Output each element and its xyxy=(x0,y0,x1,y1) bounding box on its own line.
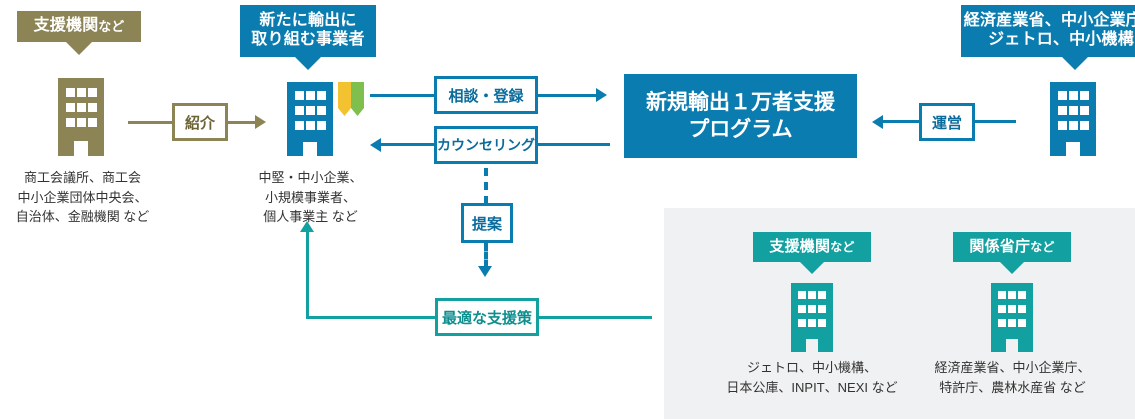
building-icon-ministries-jetro xyxy=(1044,78,1102,156)
counseling-line-right xyxy=(537,143,610,146)
callout-panel-support-orgs-label: 支援機関 xyxy=(769,238,831,256)
caption-line: 小規模事業者、 xyxy=(264,189,356,205)
callout-ministries-jetro: 経済産業省、中小企業庁、 ジェトロ、中小機構 xyxy=(961,5,1135,70)
caption-line: 中堅・中小企業、 xyxy=(258,170,363,185)
building-icon-new-exporters xyxy=(281,78,339,156)
callout-tail xyxy=(1062,57,1088,70)
best-support-line-vertical xyxy=(306,232,309,319)
callout-new-exporters: 新たに輸出に 取り組む事業者 xyxy=(240,5,376,70)
proposal-arrowhead xyxy=(478,266,492,277)
callout-support-orgs: 支援機関など xyxy=(17,11,141,55)
caption-line: 個人事業主 など xyxy=(263,209,358,224)
best-support-line-left xyxy=(306,316,436,319)
callout-ministries-jetro-line2: ジェトロ、中小機構 xyxy=(988,31,1134,48)
consult-line-left xyxy=(370,94,435,97)
counseling-label: カウンセリング xyxy=(437,137,535,153)
program-title-line1: 新規輸出１万者支援 xyxy=(646,90,835,114)
open-book-icon xyxy=(338,82,364,116)
caption-panel-ministries: 経済産業省、中小企業庁、 特許庁、農林水産省 など xyxy=(900,358,1125,397)
introduce-label-box: 紹介 xyxy=(172,103,228,141)
callout-new-exporters-line2: 取り組む事業者 xyxy=(251,31,365,48)
program-box: 新規輸出１万者支援 プログラム xyxy=(624,74,857,158)
operate-arrowhead xyxy=(872,115,883,129)
callout-panel-ministries-suffix: など xyxy=(1030,239,1055,254)
introduce-line-right xyxy=(227,121,257,124)
caption-line: 経済産業省、中小企業庁、 xyxy=(934,360,1091,375)
building-icon-support-orgs xyxy=(52,72,110,156)
callout-tail xyxy=(295,57,321,70)
callout-support-orgs-label: 支援機関 xyxy=(33,17,99,35)
proposal-label: 提案 xyxy=(471,215,502,233)
caption-support-orgs: 商工会議所、商工会 中小企業団体中央会、 自治体、金融機関 など xyxy=(0,168,165,227)
consult-arrowhead xyxy=(596,88,607,102)
program-title-line2: プログラム xyxy=(688,118,793,141)
operate-line-left xyxy=(883,120,920,123)
operate-label: 運営 xyxy=(931,114,962,132)
counseling-label-box: カウンセリング xyxy=(434,126,538,164)
building-icon-panel-support-orgs xyxy=(786,280,838,352)
proposal-dashed-bottom xyxy=(484,243,488,268)
callout-tail xyxy=(1000,262,1024,274)
caption-line: 商工会議所、商工会 xyxy=(23,170,141,185)
caption-line: 日本公庫、INPIT、NEXI など xyxy=(726,379,898,395)
best-support-arrowhead xyxy=(300,221,314,232)
best-support-line-right xyxy=(538,316,652,319)
caption-line: 自治体、金融機関 など xyxy=(15,209,150,224)
caption-panel-support-orgs: ジェトロ、中小機構、 日本公庫、INPIT、NEXI など xyxy=(692,358,932,397)
counseling-arrowhead xyxy=(370,138,381,152)
callout-panel-ministries: 関係省庁など xyxy=(953,232,1071,274)
callout-tail xyxy=(800,262,824,274)
introduce-arrowhead xyxy=(255,115,266,129)
callout-new-exporters-line1: 新たに輸出に xyxy=(259,12,357,30)
callout-ministries-jetro-line1: 経済産業省、中小企業庁、 xyxy=(963,12,1135,30)
best-support-label-box: 最適な支援策 xyxy=(435,298,539,336)
introduce-label: 紹介 xyxy=(184,114,215,132)
proposal-dashed-top xyxy=(484,168,488,204)
best-support-label: 最適な支援策 xyxy=(441,309,532,327)
callout-panel-support-orgs: 支援機関など xyxy=(753,232,871,274)
proposal-label-box: 提案 xyxy=(461,203,513,243)
consult-label: 相談・登録 xyxy=(448,87,524,105)
callout-tail xyxy=(66,42,92,55)
callout-support-orgs-suffix: など xyxy=(98,18,125,34)
consult-line-right xyxy=(537,94,598,97)
caption-new-exporters: 中堅・中小企業、 小規模事業者、 個人事業主 など xyxy=(233,168,388,227)
operate-label-box: 運営 xyxy=(919,103,975,141)
caption-line: 特許庁、農林水産省 など xyxy=(939,379,1086,395)
callout-panel-support-orgs-suffix: など xyxy=(830,239,855,254)
caption-line: ジェトロ、中小機構、 xyxy=(746,360,877,375)
counseling-line-left xyxy=(381,143,435,146)
consult-label-box: 相談・登録 xyxy=(434,76,538,114)
introduce-line-left xyxy=(128,121,173,124)
operate-line-right xyxy=(974,120,1016,123)
caption-line: 中小企業団体中央会、 xyxy=(17,189,148,205)
callout-panel-ministries-label: 関係省庁 xyxy=(969,238,1031,256)
building-icon-panel-ministries xyxy=(986,280,1038,352)
